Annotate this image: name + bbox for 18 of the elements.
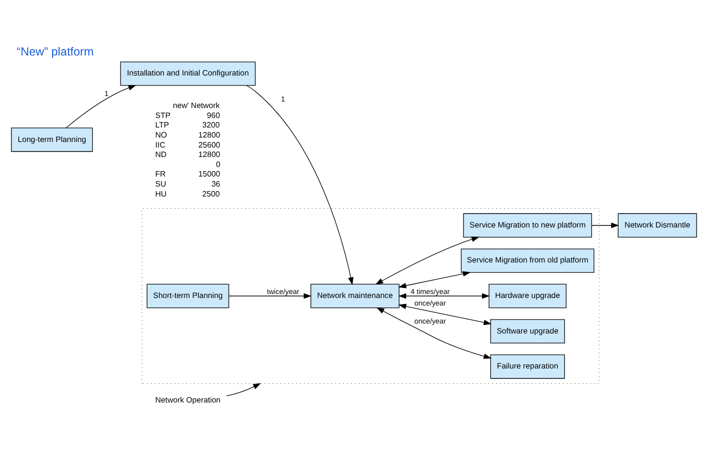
- arrow: [376, 307, 492, 359]
- arrow: [398, 293, 490, 299]
- arrow: [228, 293, 312, 299]
- edge-label: once/year: [414, 316, 446, 326]
- edge-label: twice/year: [266, 286, 300, 296]
- diagram-title: “New” platform: [16, 46, 94, 59]
- arrow: [66, 85, 136, 128]
- cluster: [142, 208, 600, 384]
- arrow: [226, 383, 262, 396]
- edge-label: 4 times/year: [410, 286, 450, 296]
- arrow: [398, 304, 492, 326]
- arrow: [398, 271, 471, 288]
- arrow: [246, 85, 354, 286]
- arrow: [375, 236, 480, 285]
- edge-label: once/year: [414, 298, 446, 308]
- arrow: [591, 222, 620, 228]
- edge-label: 1: [104, 88, 109, 98]
- edge-label: 1: [281, 94, 286, 104]
